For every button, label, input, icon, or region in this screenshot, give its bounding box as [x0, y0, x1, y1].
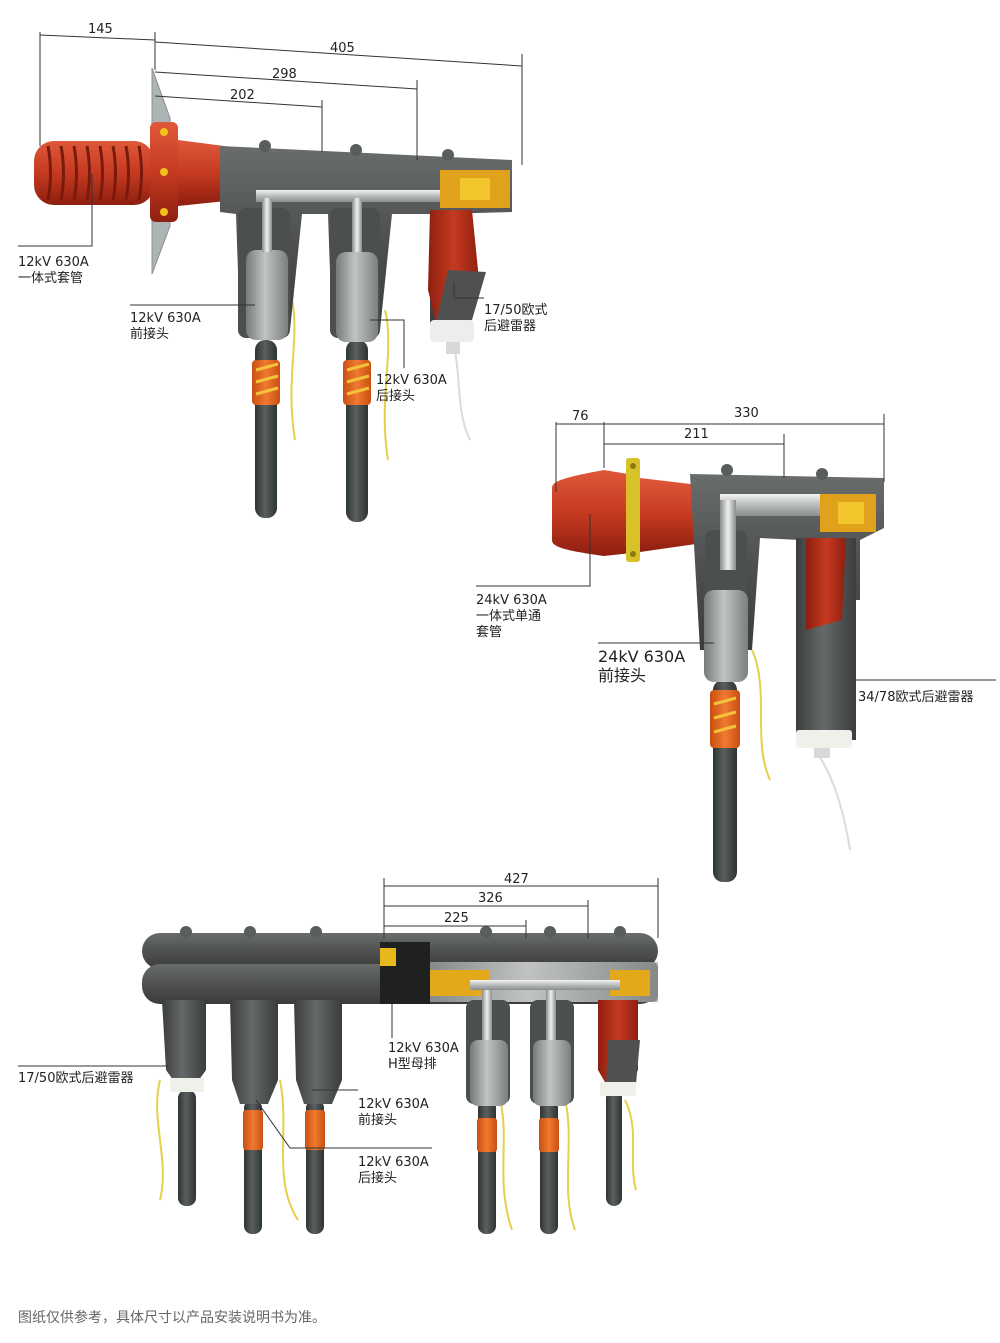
- dimension-lines: [39, 32, 885, 938]
- bottom-right-legs: [466, 990, 640, 1106]
- middle-bushing-label-2: 一体式单通: [476, 609, 541, 624]
- top-dim-298: 298: [272, 67, 297, 82]
- middle-dimension-labels: 76 330 211: [572, 406, 759, 442]
- top-front-label-1: 12kV 630A: [130, 311, 201, 326]
- bottom-arrester-label: 17/50欧式后避雷器: [18, 1071, 133, 1086]
- bottom-rear-label-2: 后接头: [358, 1170, 397, 1186]
- bottom-rear-label-1: 12kV 630A: [358, 1155, 429, 1170]
- top-labels: 12kV 630A 一体式套管 12kV 630A 前接头 12kV 630A …: [18, 255, 547, 404]
- bushing-rib: [124, 145, 130, 201]
- bottom-busbar-label-1: 12kV 630A: [388, 1041, 459, 1056]
- middle-arrester-label: 34/78欧式后避雷器: [858, 690, 973, 705]
- bottom-assembly: [142, 926, 658, 1234]
- bushing-rib: [85, 145, 91, 201]
- top-dim-202: 202: [230, 88, 255, 103]
- bushing-rib: [46, 145, 52, 201]
- bottom-busbar: [142, 926, 658, 1004]
- top-dim-145: 145: [88, 22, 113, 37]
- bottom-busbar-label-2: H型母排: [388, 1057, 437, 1072]
- leader-lines: [18, 174, 996, 1149]
- top-arrester-label-1: 17/50欧式: [484, 303, 547, 318]
- top-rear-label-1: 12kV 630A: [376, 373, 447, 388]
- middle-cables: [710, 649, 851, 882]
- bottom-dim-225: 225: [444, 911, 469, 926]
- top-housing: [220, 140, 512, 354]
- bottom-front-label-1: 12kV 630A: [358, 1097, 429, 1112]
- bushing-rib: [111, 145, 117, 201]
- middle-assembly: [552, 458, 884, 882]
- bushing-rib: [72, 145, 78, 201]
- bottom-left-legs: [162, 1000, 342, 1104]
- top-cables: [252, 299, 471, 522]
- middle-front-label-2: 前接头: [598, 666, 646, 685]
- top-assembly: [34, 67, 512, 522]
- top-arrester-label-2: 后避雷器: [484, 319, 536, 334]
- top-bushing-label-2: 一体式套管: [18, 270, 83, 286]
- bottom-dim-326: 326: [478, 891, 503, 906]
- bottom-front-label-2: 前接头: [358, 1112, 397, 1128]
- middle-dim-330: 330: [734, 406, 759, 421]
- middle-front-label-1: 24kV 630A: [598, 647, 685, 666]
- top-dim-405: 405: [330, 41, 355, 56]
- top-bushing: [34, 122, 255, 222]
- middle-labels: 24kV 630A 一体式单通 套管 24kV 630A 前接头 34/78欧式…: [476, 593, 973, 705]
- middle-bushing-label-1: 24kV 630A: [476, 593, 547, 608]
- bottom-dim-427: 427: [504, 872, 529, 887]
- top-rear-label-2: 后接头: [376, 388, 415, 404]
- top-front-label-2: 前接头: [130, 326, 169, 342]
- top-bushing-label-1: 12kV 630A: [18, 255, 89, 270]
- bottom-cables: [156, 1079, 637, 1234]
- bottom-labels: 12kV 630A H型母排 17/50欧式后避雷器 12kV 630A 前接头…: [18, 1041, 459, 1186]
- middle-bushing-label-3: 套管: [476, 624, 502, 640]
- bushing-rib: [59, 145, 65, 201]
- bottom-dimension-labels: 427 326 225: [444, 872, 529, 926]
- middle-dim-211: 211: [684, 427, 709, 442]
- top-dimension-labels: 145 405 298 202: [88, 22, 355, 103]
- footnote: 图纸仅供参考，具体尺寸以产品安装说明书为准。: [18, 1309, 326, 1326]
- bushing-rib: [137, 145, 143, 201]
- middle-housing: [690, 464, 884, 758]
- bushing-rib: [98, 145, 104, 201]
- middle-dim-76: 76: [572, 409, 589, 424]
